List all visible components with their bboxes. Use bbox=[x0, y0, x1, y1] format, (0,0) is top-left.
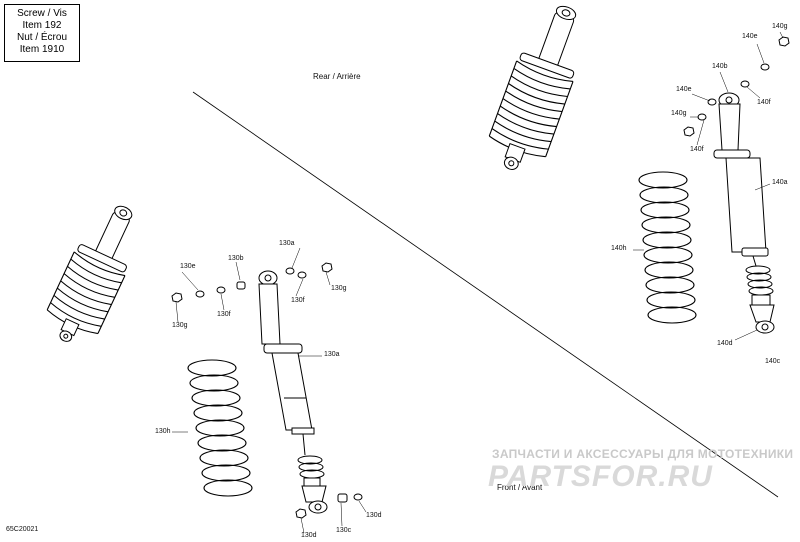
front-spring-130h bbox=[187, 359, 253, 497]
front-shock-body-130a bbox=[258, 270, 328, 514]
callout-140a[interactable]: 140a bbox=[772, 179, 788, 186]
callout-130b[interactable]: 130b bbox=[228, 255, 244, 262]
callout-140h[interactable]: 140h bbox=[611, 245, 627, 252]
callout-130e[interactable]: 130e bbox=[180, 263, 196, 270]
callout-140g[interactable]: 140g bbox=[671, 110, 687, 117]
leader-lines bbox=[172, 31, 784, 534]
watermark-tagline: ЗАПЧАСТИ И АКСЕССУАРЫ ДЛЯ МОТОТЕХНИКИ bbox=[492, 447, 794, 461]
rear-shock-body-140a bbox=[713, 92, 775, 334]
callout-130f[interactable]: 130f bbox=[217, 311, 231, 318]
legend-screw-label: Screw / Vis bbox=[17, 8, 67, 19]
legend-nut-item: Item 1910 bbox=[19, 44, 65, 55]
callout-130c[interactable]: 130c bbox=[336, 527, 352, 534]
callout-130a-top[interactable]: 130a bbox=[279, 240, 295, 247]
section-label-front: Front / Avant bbox=[497, 483, 543, 492]
callout-140d[interactable]: 140d bbox=[717, 340, 733, 347]
callout-140c[interactable]: 140c bbox=[765, 358, 781, 365]
rear-spring-140h bbox=[638, 171, 697, 324]
callout-130g-right[interactable]: 130g bbox=[331, 285, 347, 292]
rear-hardware bbox=[683, 36, 790, 137]
callout-140f[interactable]: 140f bbox=[690, 146, 704, 153]
section-divider bbox=[192, 91, 779, 498]
rear-shock-assembled bbox=[488, 5, 577, 170]
callout-140b[interactable]: 140b bbox=[712, 63, 728, 70]
callout-130d[interactable]: 130d bbox=[301, 532, 317, 539]
callout-140g-top[interactable]: 140g bbox=[772, 23, 788, 30]
legend-nut-label: Nut / Écrou bbox=[16, 32, 68, 43]
front-shock-assembled bbox=[46, 205, 133, 342]
watermark-brand: PARTSFOR.RU bbox=[488, 460, 713, 493]
callout-130h[interactable]: 130h bbox=[155, 428, 171, 435]
fastener-legend: Screw / Vis Item 192 Nut / Écrou Item 19… bbox=[4, 4, 80, 62]
front-hardware bbox=[171, 262, 363, 519]
callout-130d-right[interactable]: 130d bbox=[366, 512, 382, 519]
legend-screw-item: Item 192 bbox=[22, 20, 62, 31]
callout-140e-top[interactable]: 140e bbox=[742, 33, 758, 40]
callout-140f-right[interactable]: 140f bbox=[757, 99, 771, 106]
section-label-rear: Rear / Arrière bbox=[313, 72, 361, 81]
callout-130f-right[interactable]: 130f bbox=[291, 297, 305, 304]
callout-140e[interactable]: 140e bbox=[676, 86, 692, 93]
callout-130g[interactable]: 130g bbox=[172, 322, 188, 329]
document-id: 65C20021 bbox=[6, 526, 39, 533]
callout-130a[interactable]: 130a bbox=[324, 351, 340, 358]
